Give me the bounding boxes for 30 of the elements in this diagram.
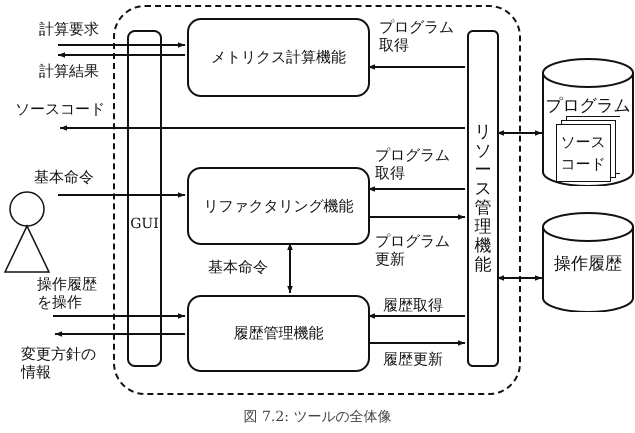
arrow bbox=[58, 42, 185, 48]
arrow bbox=[53, 313, 185, 319]
edge-label: 基本命令 bbox=[207, 258, 269, 276]
arrow bbox=[368, 64, 465, 70]
arrow bbox=[368, 340, 465, 346]
arrow bbox=[497, 130, 542, 136]
edge-label: 履歴更新 bbox=[382, 350, 444, 368]
edge-label: 履歴取得 bbox=[382, 296, 444, 314]
caption: 図 7.2: ツールの全体像 bbox=[242, 408, 392, 426]
function-box: リファクタリング機能 bbox=[187, 167, 370, 245]
edge-label: ソースコード bbox=[14, 100, 106, 118]
database-label: プログラム bbox=[544, 95, 632, 117]
edge-label: 基本命令 bbox=[33, 168, 95, 186]
person-figure bbox=[3, 190, 51, 274]
arrow bbox=[58, 192, 185, 198]
arrow bbox=[287, 243, 293, 293]
arrow bbox=[368, 186, 465, 192]
function-box: メトリクス計算機能 bbox=[187, 18, 370, 97]
arrow bbox=[497, 275, 542, 281]
gui-bar: GUI bbox=[127, 30, 162, 367]
edge-label: 計算結果 bbox=[38, 62, 100, 80]
resource-bar: リソース管理機能 bbox=[467, 30, 499, 367]
arrow bbox=[55, 331, 185, 337]
arrow bbox=[368, 313, 465, 319]
edge-label: 計算要求 bbox=[38, 20, 100, 38]
arrow bbox=[60, 125, 465, 131]
arrow bbox=[368, 214, 465, 220]
arrow bbox=[58, 52, 185, 58]
function-box: 履歴管理機能 bbox=[187, 295, 370, 372]
database-label: 操作履歴 bbox=[553, 253, 623, 275]
